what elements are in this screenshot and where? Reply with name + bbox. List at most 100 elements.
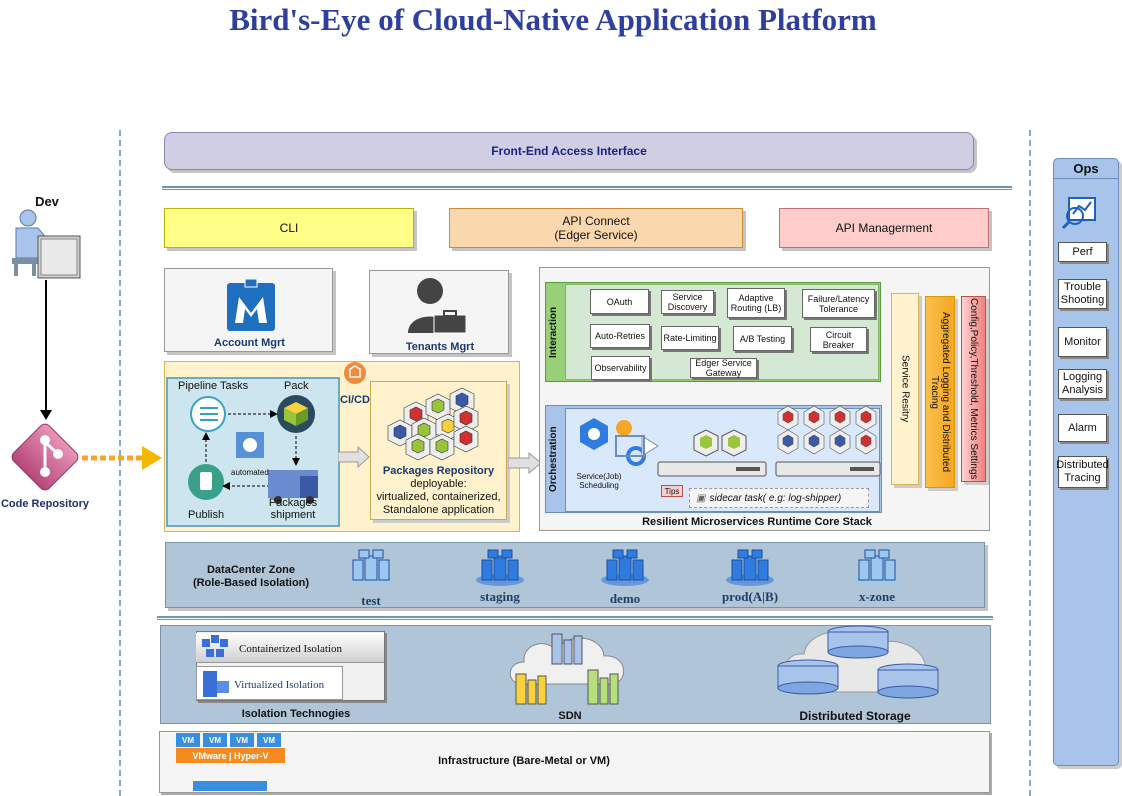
ops-title: Ops <box>1073 161 1099 176</box>
cli-box: CLI <box>164 208 414 248</box>
pipeline-tasks-label: Pipeline Tasks <box>178 380 249 392</box>
orchestration-label: Orchestration <box>548 426 559 492</box>
datacenter-label: DataCenter Zone (Role-Based Isolation) <box>180 564 322 590</box>
git-repository-icon <box>11 423 79 491</box>
service-registry-label: Service Resitry <box>899 355 911 423</box>
service-discovery-box: Service Discovery <box>661 290 714 314</box>
ops-item-4: Alarm <box>1058 414 1107 442</box>
oauth-box: OAuth <box>590 289 649 314</box>
core-stack-label: Resilient Microservices Runtime Core Sta… <box>642 516 872 528</box>
vm-box: VM <box>257 733 281 747</box>
packages-line3: Standalone application <box>382 504 495 516</box>
observability-box: Observability <box>591 356 650 380</box>
zone-label-3: prod(A|B) <box>721 589 779 604</box>
zone-label-4: x-zone <box>858 589 896 604</box>
isolation-label: Isolation Technogies <box>241 708 351 720</box>
dev-label: Dev <box>35 194 59 209</box>
infrastructure-layer <box>159 731 990 793</box>
infrastructure-label: Infrastructure (Bare-Metal or VM) <box>438 755 610 767</box>
zone-cluster-icon <box>726 549 774 586</box>
zone-label-2: demo <box>609 591 641 606</box>
ops-item-2: Monitor <box>1058 327 1107 357</box>
sidecar-cube-icon: ▣ <box>696 492 706 504</box>
cicd-label: CI/CD <box>340 394 370 406</box>
node-group-left <box>657 429 767 477</box>
scheduler-icon <box>580 418 659 466</box>
adaptive-routing-box: Adaptive Routing (LB) <box>727 288 785 318</box>
automated-label: automated <box>231 468 269 477</box>
rate-limiting-box: Rate-Limiting <box>661 326 719 350</box>
logging-tracing-label: Aggregated Logging and Distributed Traci… <box>929 311 951 473</box>
packages-line1: deployable: <box>410 478 467 490</box>
virtual-server-icon <box>203 671 229 697</box>
api-connect-box: API Connect (Edger Service) <box>449 208 743 248</box>
datacenter-line2: (Role-Based Isolation) <box>192 577 310 589</box>
tips-badge: Tips <box>661 485 683 497</box>
containerized-label: Containerized Isolation <box>239 643 342 655</box>
scheduling-label: Service(Job) Scheduling <box>576 472 622 490</box>
ops-title-divider <box>1053 178 1119 179</box>
packages-line2: virtualized, containerized, <box>376 491 501 503</box>
left-dashed-separator <box>119 130 121 796</box>
ops-item-5: Distributed Tracing <box>1056 456 1109 488</box>
datacenter-line1: DataCenter Zone <box>206 564 296 576</box>
service-registry-bar: Service Resitry <box>891 293 919 485</box>
shipment-line1: Packages <box>268 497 318 509</box>
sdn-label: SDN <box>558 710 582 722</box>
repo-to-orchestration-arrow <box>508 452 542 474</box>
distributed-storage-icon <box>777 625 939 699</box>
dev-to-repo-arrow <box>40 280 52 420</box>
distributed-storage-label: Distributed Storage <box>799 709 911 723</box>
ops-item-1: Trouble Shooting <box>1058 279 1107 309</box>
virtualized-row: Virtualized Isolation <box>196 666 343 700</box>
ab-testing-box: A/B Testing <box>733 326 792 351</box>
virtualized-label: Virtualized Isolation <box>234 679 325 691</box>
account-mgmt-label: Account Mgrt <box>214 337 285 349</box>
auto-retries-box: Auto-Retries <box>590 324 650 348</box>
api-management-box: API Managerment <box>779 208 989 248</box>
edge-gateway-box: Edger Service Gateway <box>690 358 757 378</box>
tenant-user-icon <box>408 278 467 334</box>
vm-box: VM <box>176 733 200 747</box>
zone-label-0: test <box>361 593 381 608</box>
zone-cluster-icon <box>476 549 524 586</box>
api-connect-subtitle: (Edger Service) <box>554 228 638 242</box>
layer-divider-top <box>162 186 1012 190</box>
circuit-breaker-box: Circuit Breaker <box>810 327 867 352</box>
tenants-mgmt-label: Tenants Mgrt <box>405 341 475 353</box>
cicd-pipeline-icon <box>344 362 366 384</box>
vm-box: VM <box>230 733 254 747</box>
sdn-cloud-icon <box>509 633 625 705</box>
pack-label: Pack <box>284 380 309 392</box>
sidecar-note: ▣ sidecar task( e.g: log-shipper) <box>689 488 869 508</box>
zone-cluster-icon <box>601 549 649 586</box>
ops-item-3: Logging Analysis <box>1058 369 1107 399</box>
node-group-right <box>775 405 881 477</box>
code-repository-label: Code Repository <box>0 498 89 510</box>
front-end-access-interface: Front-End Access Interface <box>164 132 974 170</box>
account-mgmt-box: Account Mgrt <box>164 268 333 352</box>
packages-text: Packages Repository deployable: virtuali… <box>370 465 507 517</box>
hardware-bar <box>193 781 267 791</box>
tenants-mgmt-box: Tenants Mgrt <box>369 270 509 354</box>
config-settings-bar: Config,Policy,Threshold, Metrics Setting… <box>961 296 986 482</box>
cicd-to-repo-arrow <box>338 446 370 468</box>
ops-analytics-icon <box>1061 197 1096 230</box>
sidecar-text: sidecar task( e.g: log-shipper) <box>709 492 842 504</box>
logging-tracing-bar: Aggregated Logging and Distributed Traci… <box>925 296 955 488</box>
vm-box: VM <box>203 733 227 747</box>
container-cluster-icon <box>202 635 228 657</box>
packages-title: Packages Repository <box>382 465 495 477</box>
layer-divider-bottom <box>157 616 993 620</box>
developer-icon <box>12 209 81 279</box>
publish-label: Publish <box>188 509 225 521</box>
repo-to-cicd-arrow <box>82 446 162 470</box>
ops-item-0: Perf <box>1058 242 1107 262</box>
interaction-label: Interaction <box>548 306 559 358</box>
datacenter-zone <box>165 542 985 608</box>
failure-tolerance-box: Failure/Latency Tolerance <box>802 289 875 318</box>
containerized-row: Containerized Isolation <box>196 633 384 663</box>
account-badge-icon <box>227 279 275 331</box>
packages-shipment-label: Packages shipment <box>262 497 324 521</box>
